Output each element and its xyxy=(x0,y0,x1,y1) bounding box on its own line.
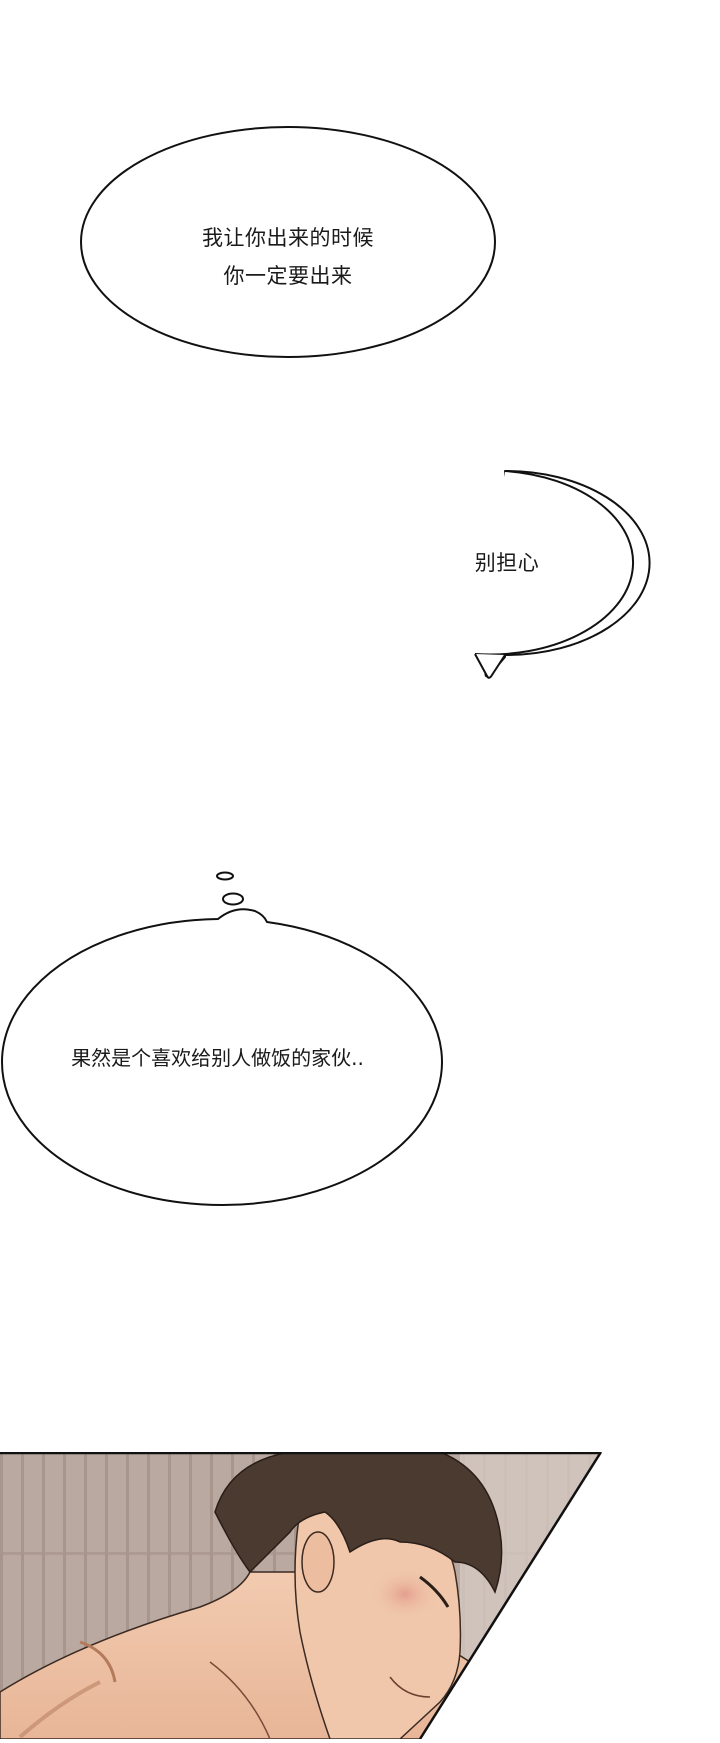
speech-bubble-1-outline xyxy=(80,126,496,358)
thought-bubble-text: 果然是个喜欢给别人做饭的家伙.. xyxy=(0,1039,435,1077)
thought-dot-large xyxy=(222,892,244,906)
panel-diagonal-border xyxy=(418,1451,603,1740)
thought-bubble-outline xyxy=(1,908,443,1206)
speech-bubble-2-text: 别担心 xyxy=(362,544,652,582)
illustration-panel xyxy=(0,1451,720,1740)
thought-dot-small xyxy=(216,871,234,881)
speech-bubble-1-line-1: 我让你出来的时候 xyxy=(202,226,374,250)
thought-bubble-line-1: 果然是个喜欢给别人做饭的家伙.. xyxy=(71,1046,364,1070)
speech-bubble-1-line-2: 你一定要出来 xyxy=(223,264,353,288)
bubble-outlines xyxy=(1,126,651,1206)
panel-artwork xyxy=(0,1451,603,1740)
speech-bubble-1-text: 我让你出来的时候 你一定要出来 xyxy=(80,219,496,295)
character-ear xyxy=(301,1531,335,1593)
character-hair xyxy=(214,1452,503,1594)
character-blush xyxy=(370,1568,440,1620)
character-closed-eye xyxy=(419,1575,450,1608)
speech-bubble-2-line-1: 别担心 xyxy=(474,551,540,575)
